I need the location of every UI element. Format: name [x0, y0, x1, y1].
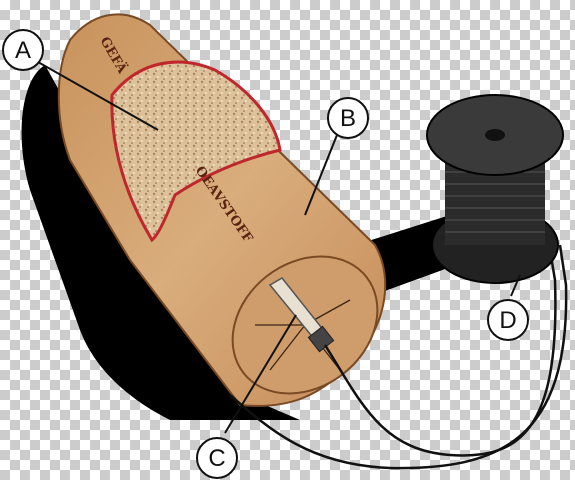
- fuse-wire: [323, 249, 557, 457]
- leader-d: [510, 274, 521, 297]
- leader-a: [37, 61, 159, 131]
- wire-spool: [426, 94, 564, 284]
- callout-b-label: B: [340, 105, 356, 132]
- callout-c: C: [196, 437, 238, 479]
- callout-d-label: D: [499, 307, 516, 334]
- leader-b: [304, 134, 338, 216]
- callout-d: D: [487, 299, 529, 341]
- callout-b: B: [327, 97, 369, 139]
- fuse-wire-2: [229, 244, 568, 470]
- cutaway-filling: [110, 60, 282, 243]
- leader-c: [224, 314, 297, 434]
- callout-c-label: C: [208, 445, 225, 472]
- callout-a-label: A: [15, 37, 31, 64]
- callout-a: A: [2, 29, 44, 71]
